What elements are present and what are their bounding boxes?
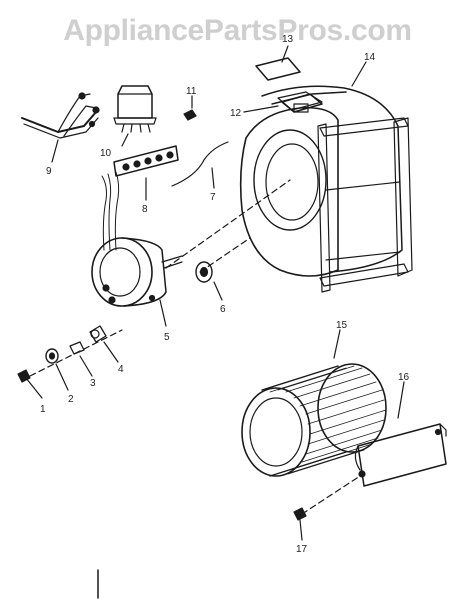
axis-line-hardware	[29, 329, 123, 377]
part-4-bushing	[89, 325, 119, 363]
axis-line-motor	[165, 179, 291, 269]
callout-14: 14	[364, 52, 376, 63]
watermark: AppliancePartsPros.com	[63, 14, 412, 47]
part-13-mounting-plate	[255, 45, 301, 81]
part-16-cutoff-plate	[354, 381, 447, 487]
callout-3: 3	[90, 378, 96, 389]
callout-4: 4	[118, 364, 124, 375]
callout-10: 10	[100, 148, 112, 159]
part-8-terminal-strip	[113, 145, 179, 201]
callout-15: 15	[336, 320, 348, 331]
part-9-wire-harness	[21, 92, 100, 163]
callout-17: 17	[296, 544, 308, 555]
callout-1: 1	[40, 404, 46, 415]
callout-labels: 1 2 3 4 5 6 7 8 9 10 11 12 13 14 15 16 1…	[40, 34, 410, 555]
part-17-screw	[293, 507, 307, 541]
callout-2: 2	[68, 394, 74, 405]
callout-6: 6	[220, 304, 226, 315]
part-10-capacitor	[113, 85, 157, 147]
part-7-wire	[171, 141, 229, 189]
part-3-spacer	[69, 341, 93, 377]
part-2-washer	[45, 348, 69, 391]
axis-line-grommet	[199, 237, 251, 273]
callout-7: 7	[210, 192, 216, 203]
callout-5: 5	[164, 332, 170, 343]
callout-11: 11	[186, 86, 197, 97]
part-15-blower-wheel	[241, 329, 387, 477]
callout-16: 16	[398, 372, 410, 383]
callout-13: 13	[282, 34, 294, 45]
part-14-blower-housing	[239, 61, 413, 293]
callout-12: 12	[230, 108, 242, 119]
callout-8: 8	[142, 204, 148, 215]
part-6-grommet	[195, 261, 223, 301]
axis-line-wheel	[301, 475, 361, 515]
part-1-screw	[17, 369, 43, 399]
part-12-outlet-collar	[243, 93, 323, 113]
callout-9: 9	[46, 166, 52, 177]
part-5-motor	[91, 171, 183, 327]
part-11-screw	[183, 95, 197, 121]
